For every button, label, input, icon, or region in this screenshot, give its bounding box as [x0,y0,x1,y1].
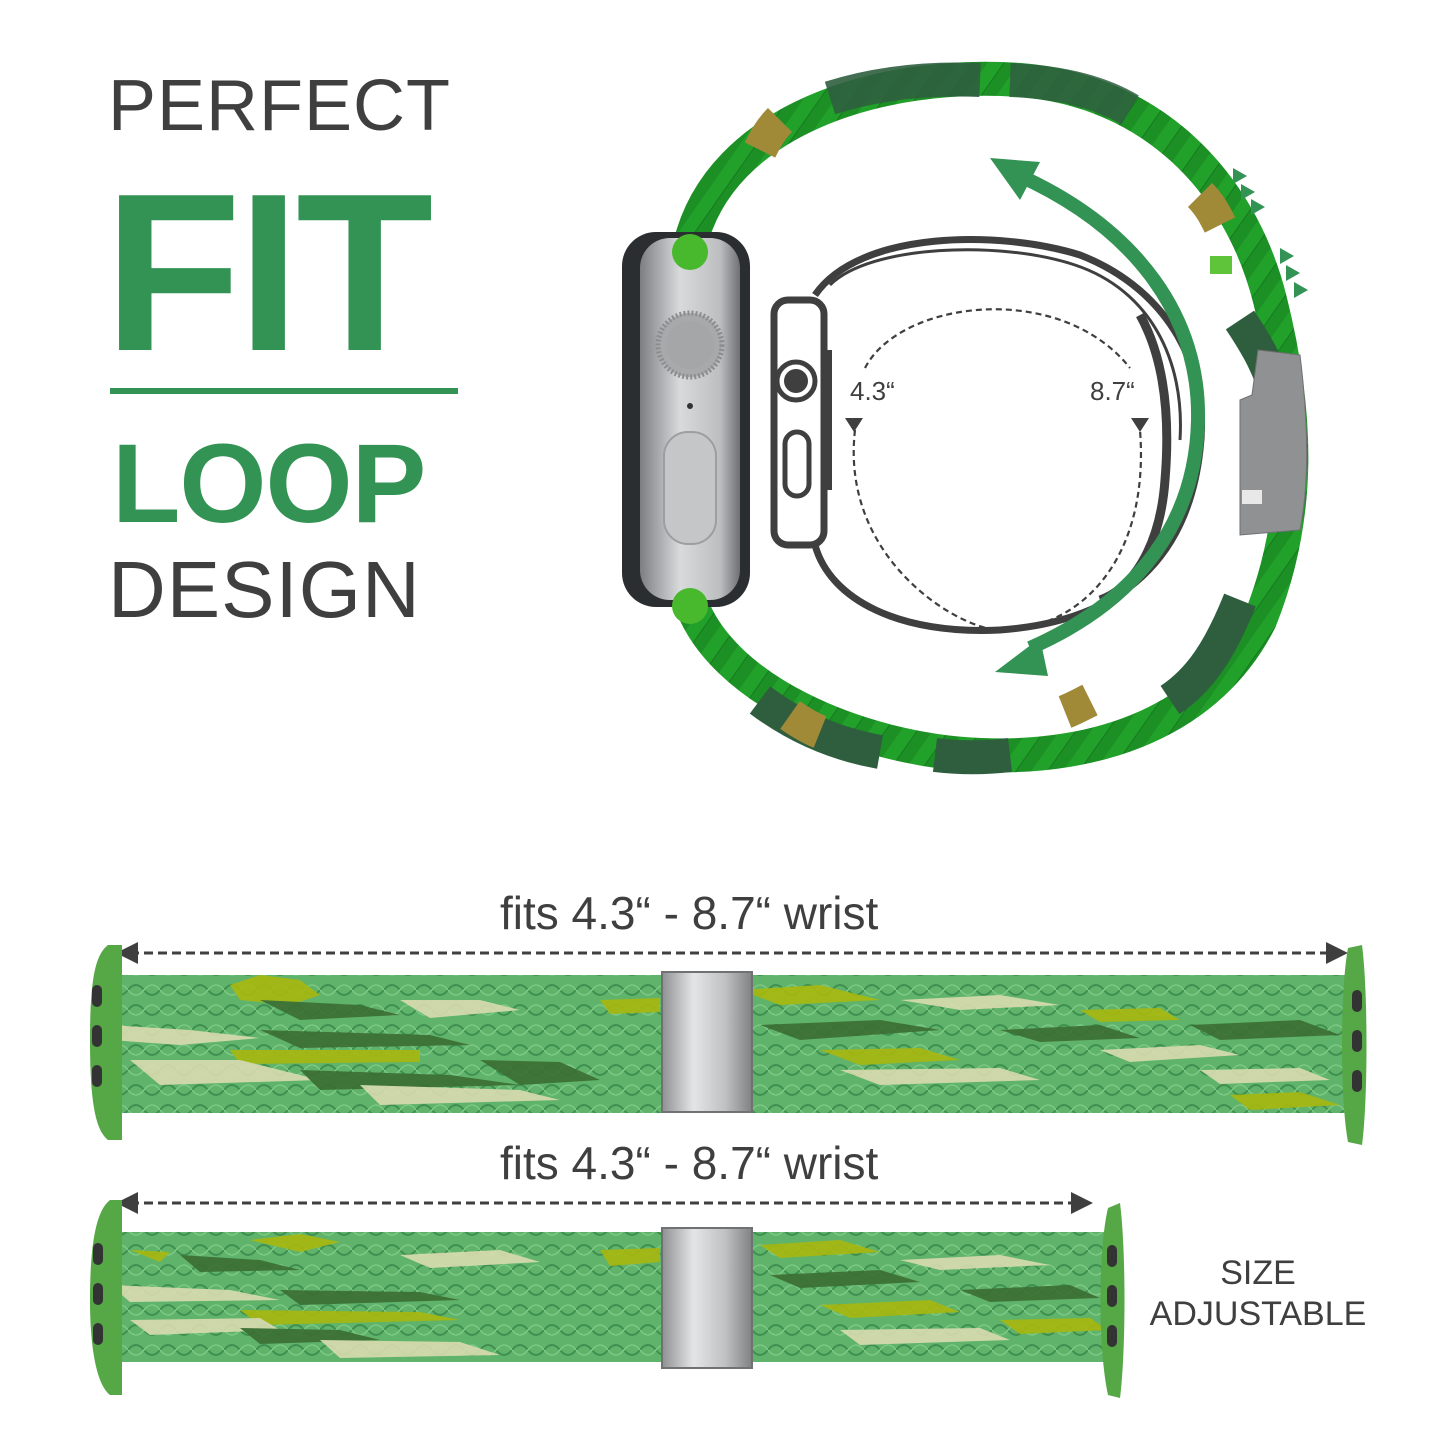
headline-perfect: PERFECT [108,66,452,146]
band-slider-buckle [661,1227,753,1369]
rope-buckle [1239,349,1308,536]
band-caption-top: fits 4.3“ - 8.7“ wrist [500,887,879,939]
arrow-left-icon [116,942,138,964]
band-expanded [90,942,1367,1145]
adjust-arrow-icon [990,158,1206,676]
headline-design: DESIGN [108,545,421,634]
arrow-right-icon [1326,942,1348,964]
size-adjustable-line1: SIZE [1220,1254,1296,1292]
headline-loop: LOOP [112,421,426,546]
size-adjustable-line2: ADJUSTABLE [1149,1294,1367,1333]
max-size-label: 8.7“ [1090,376,1135,406]
band-shortened [90,1192,1125,1398]
size-adjustable-note: SIZE ADJUSTABLE [1140,1253,1376,1335]
arrow-right-icon [1071,1192,1093,1214]
band-caption-bottom: fits 4.3“ - 8.7“ wrist [500,1137,879,1189]
watch-body [622,232,750,624]
min-size-label: 4.3“ [850,376,895,406]
arrow-left-icon [116,1192,138,1214]
band-slider-buckle [661,971,753,1113]
side-button [663,431,717,545]
rope-slider-nub [1210,256,1232,274]
headline-divider [110,388,458,394]
buckle-pin [1242,490,1262,504]
headline-fit: FIT [104,146,433,398]
arrow-marks-icon [1233,168,1308,298]
